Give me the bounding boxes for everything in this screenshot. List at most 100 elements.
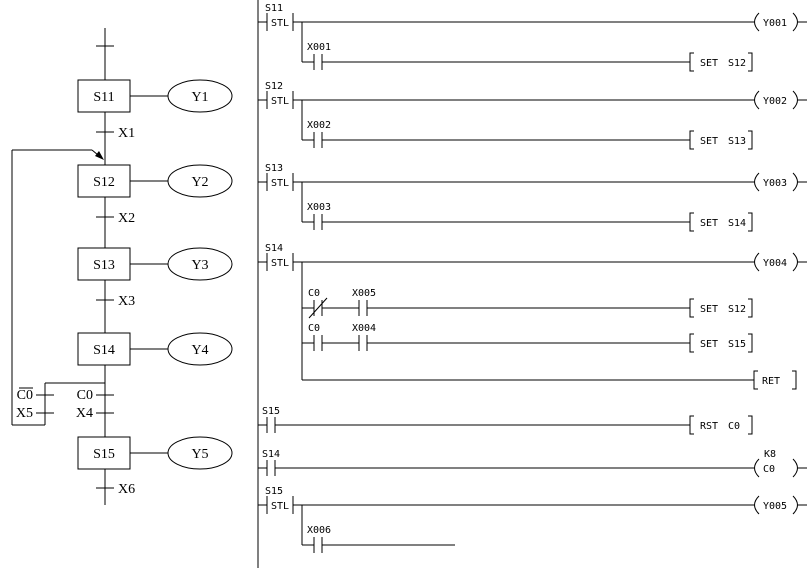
- coil-paren-right: [792, 458, 798, 478]
- sfc-step-label-s12: S12: [93, 175, 115, 190]
- coil-paren-right: [792, 252, 798, 272]
- coil-paren-left: [754, 172, 760, 192]
- sfc-action-label-y5: Y5: [191, 447, 208, 462]
- coil-paren-right: [792, 172, 798, 192]
- instruction-bracket-right: [748, 333, 753, 353]
- instruction-bracket-left: [689, 52, 694, 72]
- rung7-step-label: S15: [265, 486, 283, 497]
- sfc-step-label-s11: S11: [93, 90, 114, 105]
- instruction-bracket-right: [748, 130, 753, 150]
- rung4-b2-x004-label: X004: [352, 323, 376, 334]
- instruction-bracket-left: [689, 415, 694, 435]
- sfc-action-label-y3: Y3: [191, 258, 208, 273]
- sfc-loopback-arrowhead-icon: [95, 151, 104, 160]
- sfc-transition-label-notc0: C0: [17, 388, 33, 403]
- coil-paren-left: [754, 252, 760, 272]
- instruction-bracket-left: [689, 298, 694, 318]
- instruction-bracket-right: [748, 415, 753, 435]
- coil-paren-left: [754, 495, 760, 515]
- ladder-rung-7: S15 STL Y005 X006: [258, 486, 807, 553]
- sfc-transition-label-x3: X3: [118, 294, 135, 309]
- rung4-b2-c0-label: C0: [308, 323, 320, 334]
- rung2-stl-text: STL: [271, 96, 289, 107]
- rung6-coil-label: C0: [763, 464, 775, 475]
- sfc-step-label-s14: S14: [93, 343, 115, 358]
- rung2-coil-label: Y002: [763, 96, 787, 107]
- rung4-coil-label: Y004: [763, 258, 787, 269]
- rung4-b1-op-label: SET: [700, 304, 718, 315]
- rung1-stl-text: STL: [271, 18, 289, 29]
- instruction-bracket-left: [689, 333, 694, 353]
- instruction-bracket-left: [689, 130, 694, 150]
- rung5-arg-label: C0: [728, 421, 740, 432]
- rung7-stl-text: STL: [271, 501, 289, 512]
- sfc-action-oval-y2: [167, 164, 233, 198]
- rung4-b2-arg-label: S15: [728, 339, 746, 350]
- sfc-transition-label-x1: X1: [118, 126, 135, 141]
- rung1-op-label: SET: [700, 58, 718, 69]
- instruction-bracket-right: [748, 298, 753, 318]
- sfc-transition-label-x2: X2: [118, 211, 135, 226]
- sfc-transition-label-x6: X6: [118, 482, 135, 497]
- nc-contact-slash: [308, 297, 328, 319]
- rung2-contact-label: X002: [307, 120, 331, 131]
- sfc-diagram: S11 Y1 X1 S12 Y2 X2 S13 Y3 X3 S14: [11, 28, 233, 505]
- ladder-rung-3: S13 STL Y003 X003 SET S14: [258, 163, 807, 232]
- coil-paren-left: [754, 12, 760, 32]
- rung4-stl-text: STL: [271, 258, 289, 269]
- instruction-bracket-right: [748, 212, 753, 232]
- rung7-coil-label: Y005: [763, 501, 787, 512]
- coil-paren-right: [792, 90, 798, 110]
- rung2-op-label: SET: [700, 136, 718, 147]
- rung1-coil-label: Y001: [763, 18, 787, 29]
- rung4-b1-arg-label: S12: [728, 304, 746, 315]
- sfc-action-oval-y4: [167, 332, 233, 366]
- rung4-b2-op-label: SET: [700, 339, 718, 350]
- sfc-transition-label-c0: C0: [77, 388, 93, 403]
- rung6-preset-label: K8: [764, 449, 776, 460]
- sfc-step-label-s15: S15: [93, 447, 115, 462]
- rung5-op-label: RST: [700, 421, 718, 432]
- instruction-bracket-left: [753, 370, 758, 390]
- sfc-action-label-y2: Y2: [191, 175, 208, 190]
- instruction-bracket-left: [689, 212, 694, 232]
- sfc-action-label-y4: Y4: [191, 343, 208, 358]
- ladder-rung-6: S14 K8 C0: [258, 449, 807, 478]
- rung3-coil-label: Y003: [763, 178, 787, 189]
- rung4-b1-c0-label: C0: [308, 288, 320, 299]
- instruction-bracket-right: [792, 370, 797, 390]
- rung3-arg-label: S14: [728, 218, 746, 229]
- coil-paren-left: [754, 90, 760, 110]
- sfc-transition-label-x5: X5: [16, 406, 33, 421]
- rung4-b1-x005-label: X005: [352, 288, 376, 299]
- rung4-ret-label: RET: [762, 376, 780, 387]
- instruction-bracket-right: [748, 52, 753, 72]
- rung1-arg-label: S12: [728, 58, 746, 69]
- sfc-action-oval-y5: [167, 436, 233, 470]
- rung3-op-label: SET: [700, 218, 718, 229]
- rung4-step-label: S14: [265, 243, 283, 254]
- rung2-arg-label: S13: [728, 136, 746, 147]
- rung1-step-label: S11: [265, 3, 283, 14]
- coil-paren-right: [792, 12, 798, 32]
- rung3-contact-label: X003: [307, 202, 331, 213]
- rung3-stl-text: STL: [271, 178, 289, 189]
- sfc-step-label-s13: S13: [93, 258, 115, 273]
- rung3-step-label: S13: [265, 163, 283, 174]
- rung2-step-label: S12: [265, 81, 283, 92]
- sfc-action-oval-y1: [167, 79, 233, 113]
- rung7-contact-label: X006: [307, 525, 331, 536]
- ladder-diagram: S11 STL Y001 X001 SET S12 S12: [258, 3, 807, 553]
- rung5-step-label: S15: [262, 406, 280, 417]
- ladder-rung-1: S11 STL Y001 X001 SET S12: [258, 3, 807, 72]
- rung1-contact-label: X001: [307, 42, 331, 53]
- ladder-rung-4: S14 STL Y004 C0 X005 SET S12: [258, 243, 807, 390]
- ladder-rung-5: S15 RST C0: [258, 406, 753, 435]
- coil-paren-left: [754, 458, 760, 478]
- rung6-step-label: S14: [262, 449, 280, 460]
- ladder-rung-2: S12 STL Y002 X002 SET S13: [258, 81, 807, 150]
- sfc-action-label-y1: Y1: [191, 90, 208, 105]
- sfc-action-oval-y3: [167, 247, 233, 281]
